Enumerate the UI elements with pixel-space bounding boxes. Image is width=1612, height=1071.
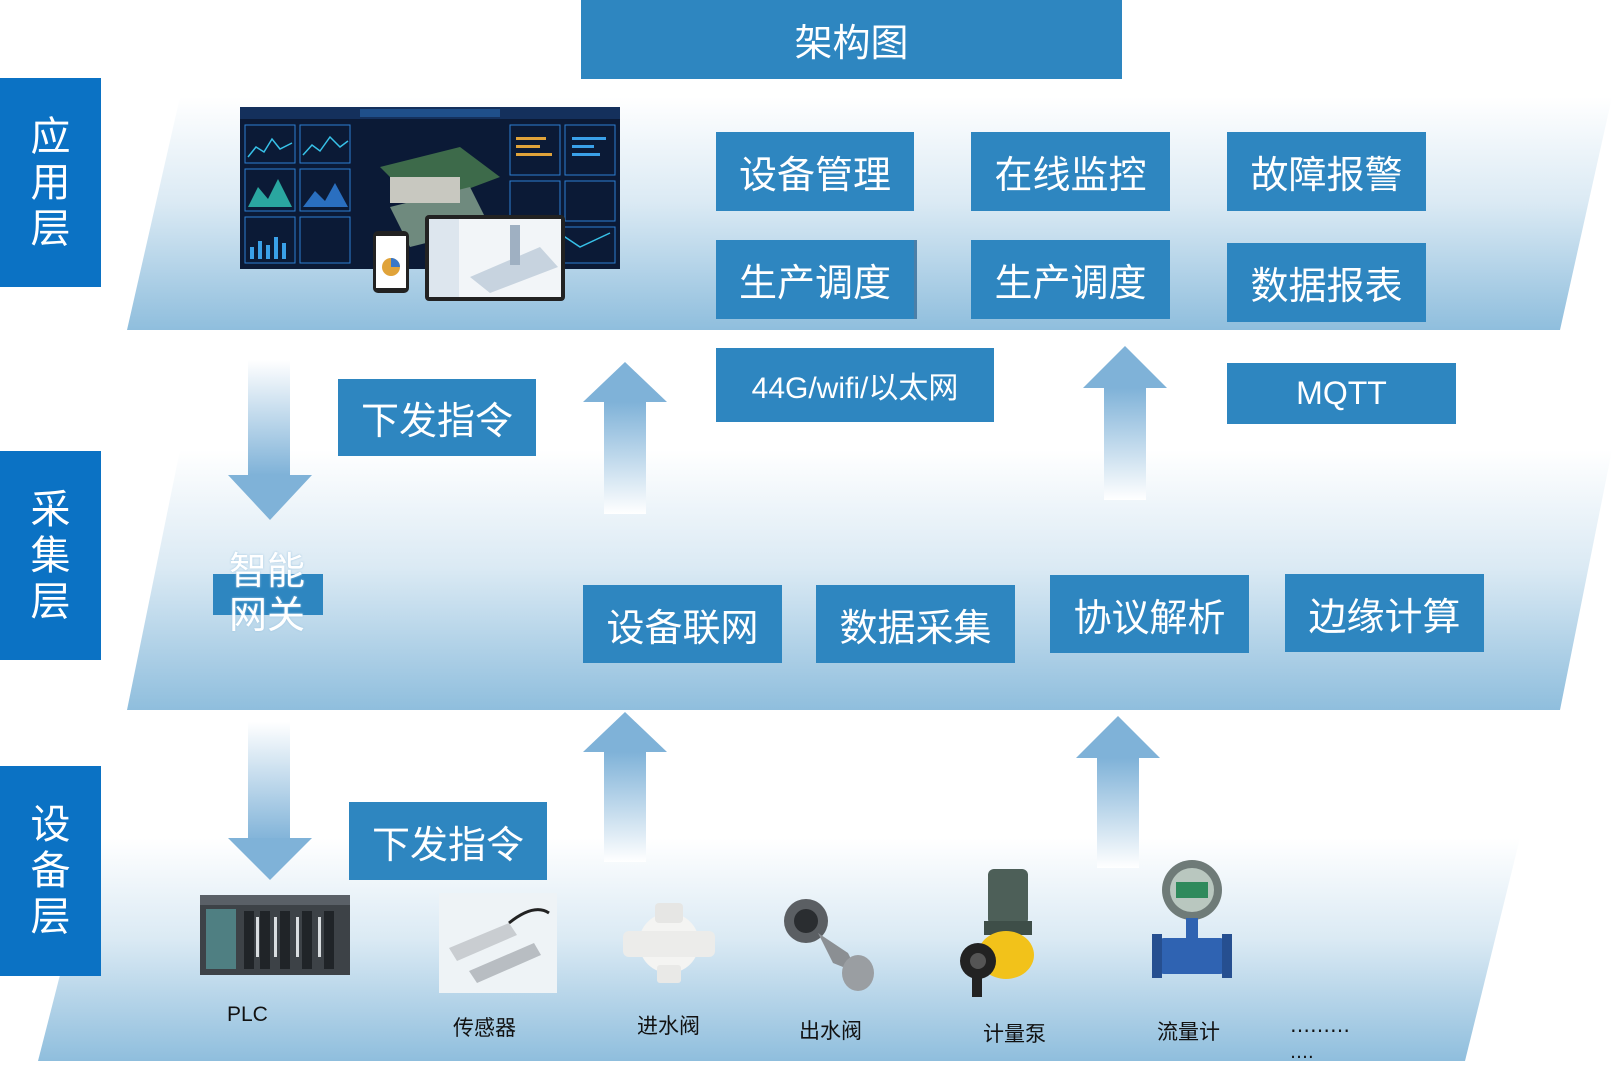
up-arrow-lower-right [1076, 716, 1160, 868]
function-device-management: 设备管理 [716, 132, 914, 211]
device-label-inlet-valve: 进水阀 [637, 1014, 700, 1038]
device-label-more: ……… [1290, 1013, 1350, 1037]
device-label-sensor: 传感器 [453, 1016, 516, 1040]
function-fault-alarm: 故障报警 [1227, 132, 1426, 211]
function-edge-computing: 边缘计算 [1285, 574, 1484, 652]
metering-pump-image [960, 869, 1034, 997]
function-device-networking: 设备联网 [583, 585, 782, 663]
function-online-monitoring: 在线监控 [971, 132, 1170, 211]
device-label-plc: PLC [227, 1003, 268, 1026]
function-production-scheduling-1: 生产调度 [716, 240, 914, 319]
command-label-upper: 下发指令 [338, 379, 536, 456]
inlet-valve-image [623, 903, 715, 983]
up-arrow-lower-left [583, 712, 667, 862]
sensor-image [439, 893, 557, 993]
function-data-report: 数据报表 [1227, 243, 1426, 322]
device-band [38, 838, 1520, 1061]
command-label-lower: 下发指令 [349, 802, 547, 880]
gateway-label: 智能网关 [229, 549, 306, 637]
up-arrow-upper-left [583, 362, 667, 514]
device-label-outlet-valve: 出水阀 [799, 1019, 862, 1043]
layer-label-collection: 采 集 层 [0, 451, 101, 660]
gateway-marker [213, 574, 323, 615]
function-production-scheduling-2: 生产调度 [971, 240, 1170, 319]
function-protocol-parsing: 协议解析 [1050, 575, 1249, 653]
down-arrow-upper [228, 360, 312, 520]
outlet-valve-image [784, 899, 874, 991]
layer-label-application: 应 用 层 [0, 78, 101, 287]
device-label-metering-pump: 计量泵 [983, 1022, 1046, 1046]
function-data-collection: 数据采集 [816, 585, 1015, 663]
device-label-more-2: …. [1290, 1042, 1314, 1063]
protocol-label: MQTT [1227, 363, 1456, 424]
network-label: 44G/wifi/以太网 [716, 348, 994, 422]
plc-image [200, 895, 350, 975]
layer-label-device: 设 备 层 [0, 766, 101, 976]
up-arrow-upper-right [1083, 346, 1167, 500]
down-arrow-lower [228, 722, 312, 880]
diagram-title: 架构图 [581, 0, 1122, 79]
dashboard-illustration [240, 107, 620, 301]
device-label-flowmeter: 流量计 [1157, 1020, 1220, 1044]
flowmeter-image [1152, 860, 1232, 978]
